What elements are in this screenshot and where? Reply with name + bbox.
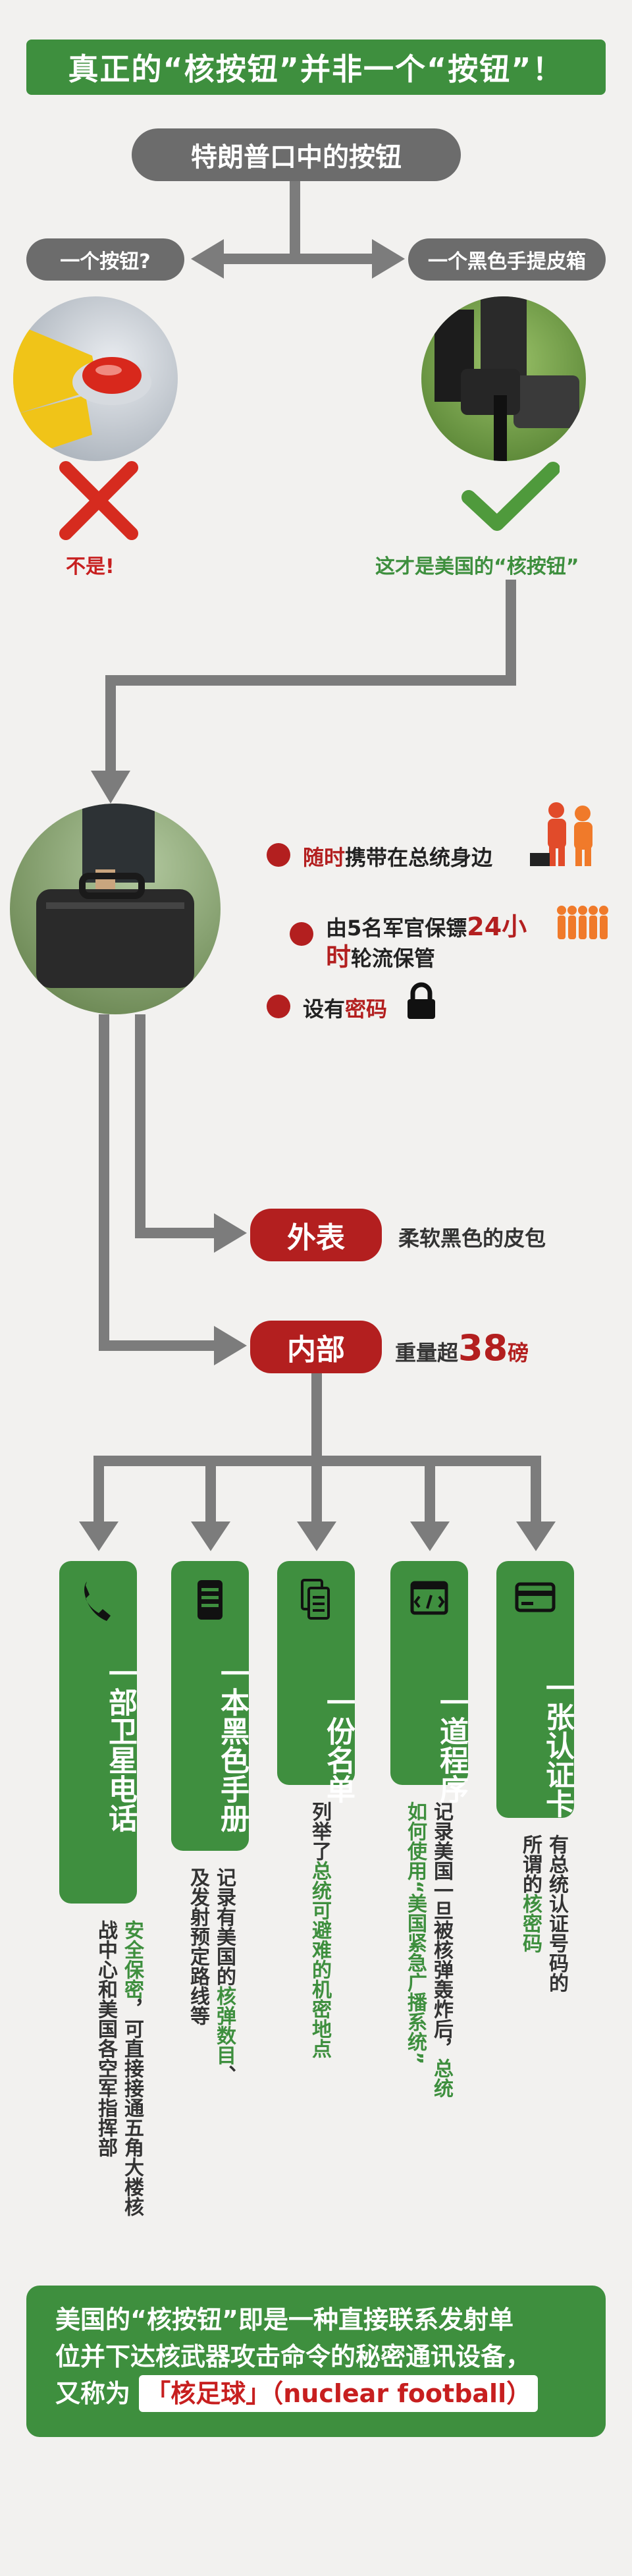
connector <box>311 1373 322 1462</box>
check-icon <box>267 843 290 867</box>
arrow-right-icon <box>214 1326 247 1365</box>
right-verdict: 这才是美国的“核按钮” <box>375 555 579 578</box>
connector <box>311 1456 322 1528</box>
feature-1: 随时携带在总统身边 <box>303 845 493 870</box>
arrow-down-icon <box>410 1521 450 1551</box>
briefcase-photo <box>421 296 586 461</box>
summary-line-1: 美国的“核按钮”即是一种直接联系发射单 <box>55 2305 514 2334</box>
item-desc-program: 记录美国一旦被核弹轰炸后，总统如何使用“美国紧急广播系统” <box>404 1801 453 2098</box>
item-desc-book: 记录有美国的核弹数目、及发射预定路线等 <box>186 1867 236 2085</box>
feature-2: 由5名军官保镖24小时轮流保管 <box>326 912 527 972</box>
item-title: 一张认证卡 <box>540 1673 574 1818</box>
connector <box>506 580 516 685</box>
arrow-down-icon <box>297 1521 336 1551</box>
phone-icon <box>84 1581 111 1621</box>
right-branch-label: 一个黑色手提皮箱 <box>408 238 606 281</box>
arrow-down-icon <box>79 1521 118 1551</box>
item-card-id: 一张认证卡 <box>496 1561 574 1818</box>
connector <box>135 1014 145 1238</box>
cross-icon <box>59 461 138 540</box>
feature-3: 设有密码 <box>303 997 388 1022</box>
people-icon <box>557 906 608 939</box>
connector <box>105 675 116 781</box>
lock-icon <box>408 982 435 1019</box>
inner-desc: 重量超38磅 <box>395 1327 529 1369</box>
summary-line-2: 位并下达核武器攻击命令的秘密通讯设备， <box>55 2342 531 2371</box>
guards-icon <box>530 802 592 866</box>
connector <box>135 1228 221 1238</box>
trump-button-label: 特朗普口中的按钮 <box>132 128 461 181</box>
connector <box>425 1456 435 1528</box>
connector <box>290 181 300 257</box>
item-card-phone: 一部卫星电话 <box>59 1561 137 1904</box>
item-card-document: 一份名单 <box>277 1561 355 1803</box>
program-icon <box>410 1581 448 1615</box>
item-title: 一本黑色手册 <box>215 1658 249 1832</box>
connector <box>105 675 516 686</box>
connector <box>531 1456 541 1528</box>
arrow-down-icon <box>191 1521 230 1551</box>
summary-line-3: 又称为 「核足球」（nuclear football） <box>55 2375 577 2412</box>
document-icon <box>301 1579 330 1620</box>
item-card-book: 一本黑色手册 <box>171 1561 249 1851</box>
item-desc-document: 列举了总统可避难的机密地点 <box>308 1801 331 2058</box>
red-button-image <box>13 296 178 461</box>
book-icon <box>198 1580 223 1620</box>
left-verdict: 不是! <box>66 555 115 578</box>
item-desc-id: 有总统认证号码的所谓的核密码 <box>519 1834 568 1992</box>
arrow-right-icon <box>214 1213 247 1253</box>
item-title: 一道程序 <box>434 1687 468 1803</box>
check-icon <box>461 462 560 531</box>
check-icon <box>290 922 313 946</box>
page-title: 真正的“核按钮”并非一个“按钮”！ <box>26 40 606 95</box>
inner-label: 内部 <box>250 1321 382 1373</box>
connector <box>99 1340 221 1351</box>
connector <box>205 1456 216 1528</box>
connector <box>99 1014 109 1350</box>
nuclear-football-highlight: 「核足球」（nuclear football） <box>139 2375 539 2412</box>
card-icon <box>515 1582 556 1612</box>
check-icon <box>267 995 290 1018</box>
briefcase-large-photo <box>10 804 221 1014</box>
arrow-down-icon <box>516 1521 556 1551</box>
connector <box>217 254 375 264</box>
left-branch-label: 一个按钮? <box>26 238 184 281</box>
outer-desc: 柔软黑色的皮包 <box>398 1226 546 1251</box>
item-title: 一份名单 <box>321 1687 355 1803</box>
arrow-down-icon <box>91 771 130 804</box>
summary-box: 美国的“核按钮”即是一种直接联系发射单 位并下达核武器攻击命令的秘密通讯设备， … <box>26 2286 606 2437</box>
item-card-program: 一道程序 <box>390 1561 468 1803</box>
arrow-right-icon <box>372 239 405 279</box>
connector <box>93 1456 104 1528</box>
item-desc-phone: 安全保密，可直接接通五角大楼核战中心和美国各空军指挥部 <box>94 1920 144 2216</box>
item-title: 一部卫星电话 <box>103 1658 137 1832</box>
arrow-left-icon <box>191 239 224 279</box>
outer-label: 外表 <box>250 1209 382 1261</box>
